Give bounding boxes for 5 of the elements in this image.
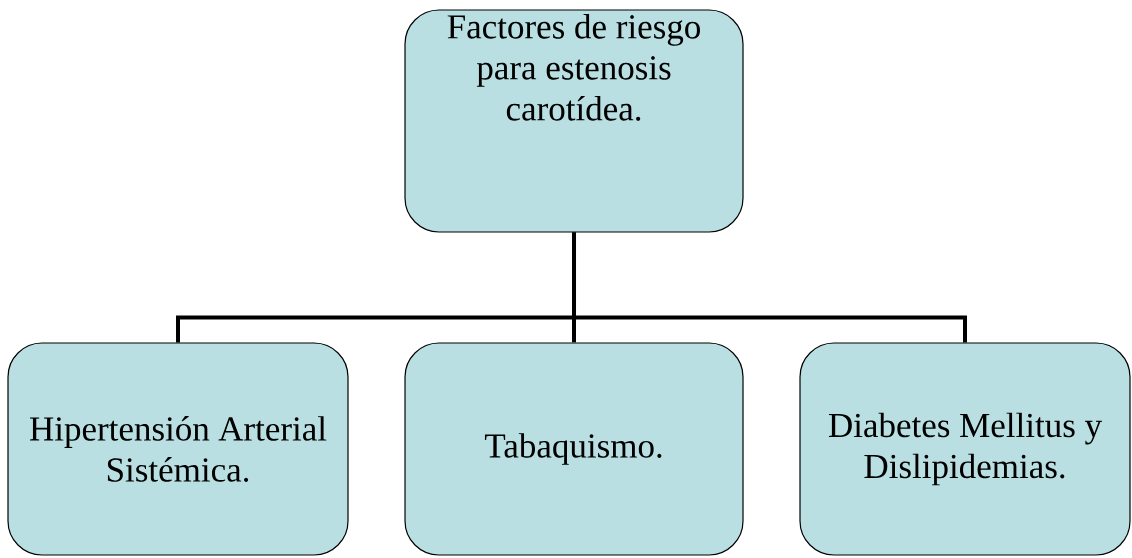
rounded-box: Diabetes Mellitus y Dislipidemias. xyxy=(799,342,1131,556)
connector-line xyxy=(572,232,967,343)
rounded-box: Factores de riesgo para estenosis carotídea. xyxy=(404,9,744,233)
rounded-box: Hipertensión Arterial Sistémica. xyxy=(7,342,349,556)
rounded-box: Tabaquismo. xyxy=(404,342,744,556)
